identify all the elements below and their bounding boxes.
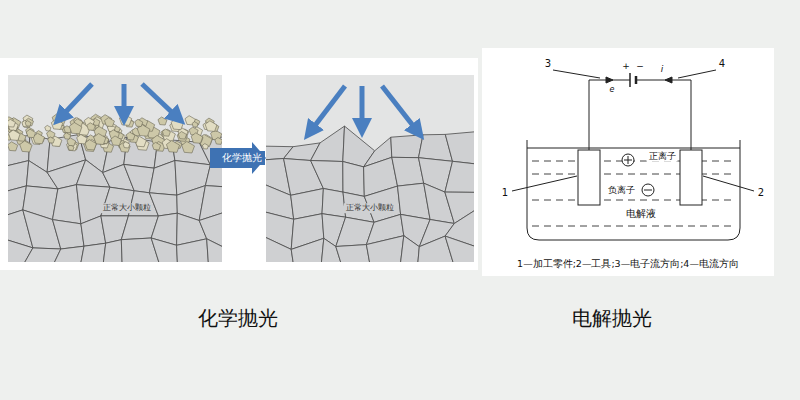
pebble [69, 122, 82, 133]
grain [53, 185, 81, 224]
pebble [20, 141, 32, 152]
pebble [111, 136, 122, 146]
pebble [135, 119, 143, 126]
section-caption: 化学抛光 [198, 306, 278, 330]
pebble [67, 138, 76, 146]
process-arrow [210, 142, 266, 174]
pebble [192, 122, 198, 127]
micrograph-panel: 正常大小颗粒 [8, 75, 222, 262]
diagram-label: 负离子 [606, 185, 637, 196]
grain [366, 236, 403, 262]
grain [343, 162, 365, 197]
diagram-label: + [622, 61, 630, 72]
pebble [205, 121, 217, 132]
diagram-label: i [661, 64, 664, 75]
grain [207, 239, 222, 262]
grain [291, 238, 324, 262]
grain [322, 189, 346, 218]
grain [53, 220, 85, 249]
panel-ground [8, 75, 222, 262]
grain-label: 正常大小颗粒 [101, 203, 153, 213]
pebble [8, 119, 15, 127]
grain [266, 236, 294, 262]
diagram-label: e [610, 85, 615, 95]
pebble [8, 142, 18, 151]
grain-label: 正常大小颗粒 [344, 203, 396, 213]
grain [445, 161, 474, 192]
electrolytic-cell [512, 70, 754, 240]
pebble [77, 134, 87, 143]
grain [103, 240, 123, 262]
pebble [119, 142, 130, 152]
grain [177, 239, 209, 262]
diagram-label: − [636, 61, 644, 72]
arrow-label: 化学抛光 [219, 151, 265, 165]
grain [311, 126, 345, 161]
diagram-label: 3 [545, 58, 551, 70]
diagram-label: 2 [758, 187, 764, 199]
pebble [26, 129, 35, 137]
grain [311, 161, 343, 193]
pebble [191, 133, 203, 143]
pebble [123, 142, 130, 148]
grain [336, 245, 371, 262]
grain [52, 246, 84, 262]
pebble [182, 141, 195, 153]
grain [391, 135, 423, 158]
pebble [25, 121, 31, 126]
etch-arrows [60, 84, 418, 132]
pebble [48, 137, 55, 143]
panel-ground [266, 75, 474, 262]
pebble [87, 123, 95, 131]
grain [22, 248, 61, 262]
grain [151, 238, 177, 262]
pebble [152, 142, 160, 150]
pebble [45, 125, 51, 131]
grain [445, 132, 474, 165]
cell-ground [482, 48, 774, 276]
pebble [202, 144, 208, 149]
diagram-label: 正离子 [647, 151, 678, 162]
pebble [171, 119, 183, 130]
pebble [162, 129, 170, 136]
grain [124, 164, 154, 192]
pebble [158, 117, 167, 125]
grain [400, 236, 419, 262]
pebble [126, 132, 135, 140]
grain [149, 161, 176, 196]
grain [80, 243, 106, 262]
diagram-label: 电解液 [624, 208, 658, 220]
pebble [51, 119, 62, 129]
pebble [178, 132, 186, 140]
grain [149, 193, 177, 216]
photo-ground [0, 58, 478, 270]
diagram-label: 1—加工零件;2—工具;3—电子流方向;4—电流方向 [517, 258, 739, 269]
pebble [215, 137, 222, 144]
pebble [166, 141, 179, 153]
pebble [85, 140, 97, 150]
pebble [104, 118, 114, 127]
pebble [8, 130, 20, 140]
pebble [25, 118, 33, 126]
diagram-label: 1 [502, 187, 508, 199]
section-caption: 电解抛光 [572, 306, 652, 330]
grain [445, 236, 474, 262]
micrograph-panel: 正常大小颗粒 [266, 75, 474, 262]
diagram-label: 4 [719, 58, 725, 70]
